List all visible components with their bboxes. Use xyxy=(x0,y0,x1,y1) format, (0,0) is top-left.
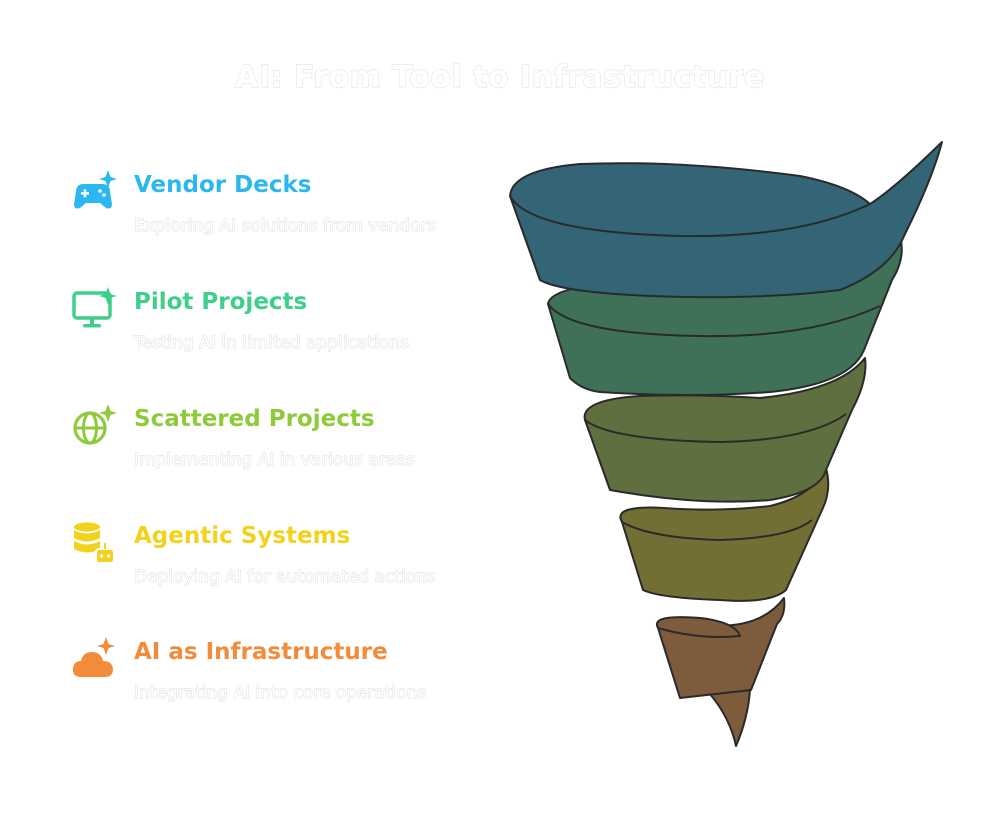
stage-description: Deploying AI for automated actions xyxy=(134,567,437,588)
funnel-band-scattered-projects xyxy=(583,357,867,503)
gamepad-sparkle-icon xyxy=(74,170,117,209)
funnel-band-vendor-decks xyxy=(509,141,943,299)
database-robot-icon xyxy=(74,522,115,564)
funnel-tip xyxy=(709,689,751,747)
stage-description: Implementing AI in various areas xyxy=(133,450,416,471)
stage-scattered-projects: Scattered Projects Implementing AI in va… xyxy=(70,404,490,494)
monitor-sparkle-icon xyxy=(72,287,117,328)
stage-agentic-systems: Agentic Systems Deploying AI for automat… xyxy=(70,521,490,611)
stage-pilot-projects: Pilot Projects Testing AI in limited app… xyxy=(70,287,490,377)
funnel-band-ai-as-infrastructure xyxy=(657,597,786,699)
globe-sparkle-icon xyxy=(73,404,117,445)
stage-vendor-decks: Vendor Decks Exploring AI solutions from… xyxy=(70,170,490,260)
stage-label: AI as Infrastructure xyxy=(134,639,388,665)
diagram-title: AI: From Tool to Infrastructure xyxy=(235,59,765,95)
stage-label: Pilot Projects xyxy=(134,289,308,315)
stage-label: Scattered Projects xyxy=(134,406,375,432)
stage-description: Integrating AI into core operations xyxy=(133,683,427,704)
stage-description: Exploring AI solutions from vendors xyxy=(133,216,437,237)
stage-label: Vendor Decks xyxy=(134,172,312,198)
cloud-sparkle-icon xyxy=(72,637,115,677)
stage-label: Agentic Systems xyxy=(134,523,351,549)
funnel-band-ai-as-infrastructure-back xyxy=(655,616,741,638)
stage-ai-as-infrastructure: AI as Infrastructure Integrating AI into… xyxy=(70,637,490,727)
stage-description: Testing AI in limited applications xyxy=(134,333,410,354)
